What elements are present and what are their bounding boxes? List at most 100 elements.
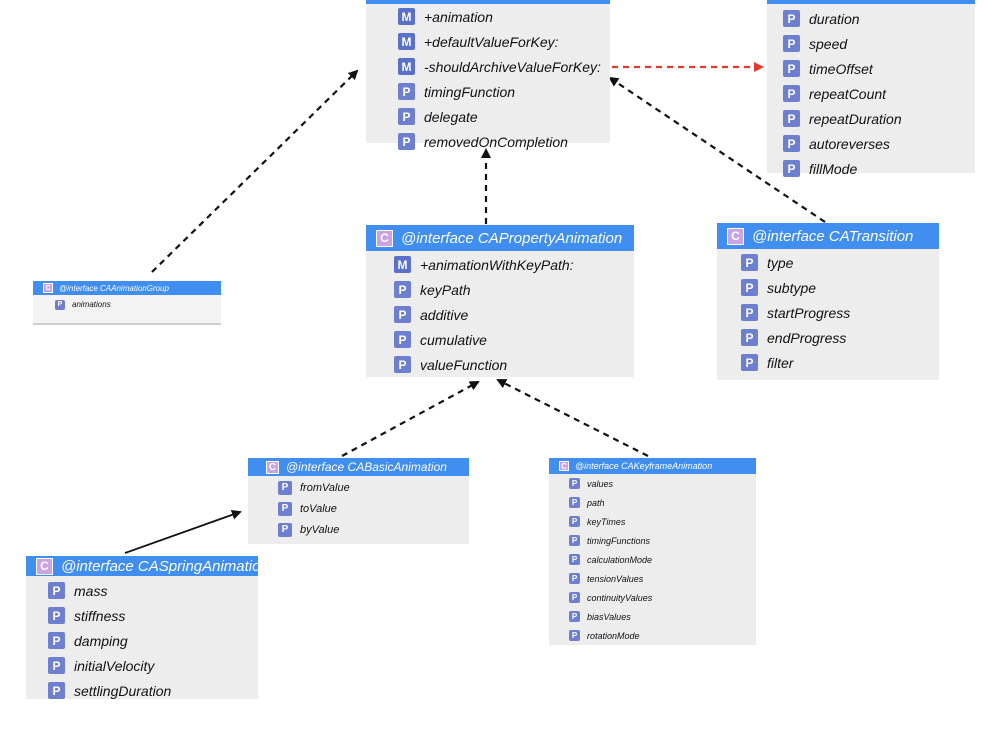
member-name: startProgress — [767, 304, 851, 321]
member-name: repeatDuration — [809, 110, 902, 127]
member-name: duration — [809, 10, 860, 27]
property-badge-icon: P — [569, 630, 580, 641]
member-name: +animation — [424, 8, 493, 25]
class-title: @interface CATransition — [752, 227, 914, 245]
property-badge-icon: P — [569, 497, 580, 508]
member-name: autoreverses — [809, 135, 890, 152]
property-badge-icon: P — [394, 306, 411, 323]
member-name: calculationMode — [587, 554, 653, 565]
class-header: C @interface CAAnimationGroup — [33, 281, 221, 295]
member-name: settlingDuration — [74, 682, 172, 699]
class-badge: C — [36, 557, 53, 575]
member-name: rotationMode — [587, 630, 640, 641]
property-badge-icon: P — [569, 611, 580, 622]
member-name: timingFunctions — [587, 535, 651, 546]
property-badge-icon: P — [48, 582, 65, 599]
member-name: byValue — [300, 523, 340, 536]
property-badge-icon: P — [398, 83, 415, 100]
arrow-basic-to-property — [341, 381, 480, 457]
member-name: delegate — [424, 108, 478, 125]
property-badge-icon: P — [394, 331, 411, 348]
property-badge-icon: P — [783, 35, 800, 52]
property-badge-icon: P — [741, 329, 758, 346]
property-badge-icon: P — [741, 354, 758, 371]
member-row: M-shouldArchiveValueForKey: — [398, 54, 610, 79]
property-badge-icon: P — [48, 682, 65, 699]
member-name: removedOnCompletion — [424, 133, 568, 150]
property-badge-icon: P — [783, 85, 800, 102]
class-badge: C — [43, 283, 53, 293]
property-badge-icon: P — [48, 657, 65, 674]
arrow-keyframe-to-property — [496, 379, 649, 457]
property-badge-icon: P — [394, 281, 411, 298]
member-name: speed — [809, 35, 848, 52]
member-name: filter — [767, 354, 794, 371]
member-name: repeatCount — [809, 85, 887, 102]
member-name: timeOffset — [809, 60, 873, 77]
member-name: fromValue — [300, 481, 350, 494]
arrow-spring-to-basic — [124, 509, 242, 554]
property-badge-icon: P — [398, 108, 415, 125]
property-badge-icon: P — [48, 632, 65, 649]
property-badge-icon: P — [741, 304, 758, 321]
class-title: @interface CASpringAnimation — [61, 557, 258, 575]
property-badge-icon: P — [783, 135, 800, 152]
member-name: valueFunction — [420, 356, 508, 373]
member-name: animations — [72, 300, 111, 309]
member-row: M+defaultValueForKey: — [398, 29, 610, 54]
property-badge-icon: P — [569, 516, 580, 527]
member-row: M+animationWithKeyPath: — [394, 252, 634, 277]
property-badge-icon: P — [55, 299, 65, 310]
property-badge-icon: P — [48, 607, 65, 624]
class-header: C @interface CAPropertyAnimation — [366, 225, 634, 251]
member-name: cumulative — [420, 331, 487, 348]
member-name: -shouldArchiveValueForKey: — [424, 58, 601, 75]
property-badge-icon: P — [783, 160, 800, 177]
class-header: C @interface CASpringAnimation — [26, 556, 258, 576]
member-name: values — [587, 478, 614, 489]
member-name: type — [767, 254, 794, 271]
property-badge-icon: P — [569, 535, 580, 546]
class-title: @interface CAPropertyAnimation — [401, 229, 623, 247]
property-badge-icon: P — [394, 356, 411, 373]
class-badge: C — [266, 460, 279, 474]
class-box-capropertyanimation: C @interface CAPropertyAnimation M+anima… — [366, 225, 634, 377]
class-title: @interface CAAnimationGroup — [59, 283, 169, 293]
property-badge-icon: P — [569, 592, 580, 603]
class-badge: C — [727, 227, 744, 245]
property-badge-icon: P — [278, 480, 292, 495]
method-badge-icon: M — [398, 33, 415, 50]
